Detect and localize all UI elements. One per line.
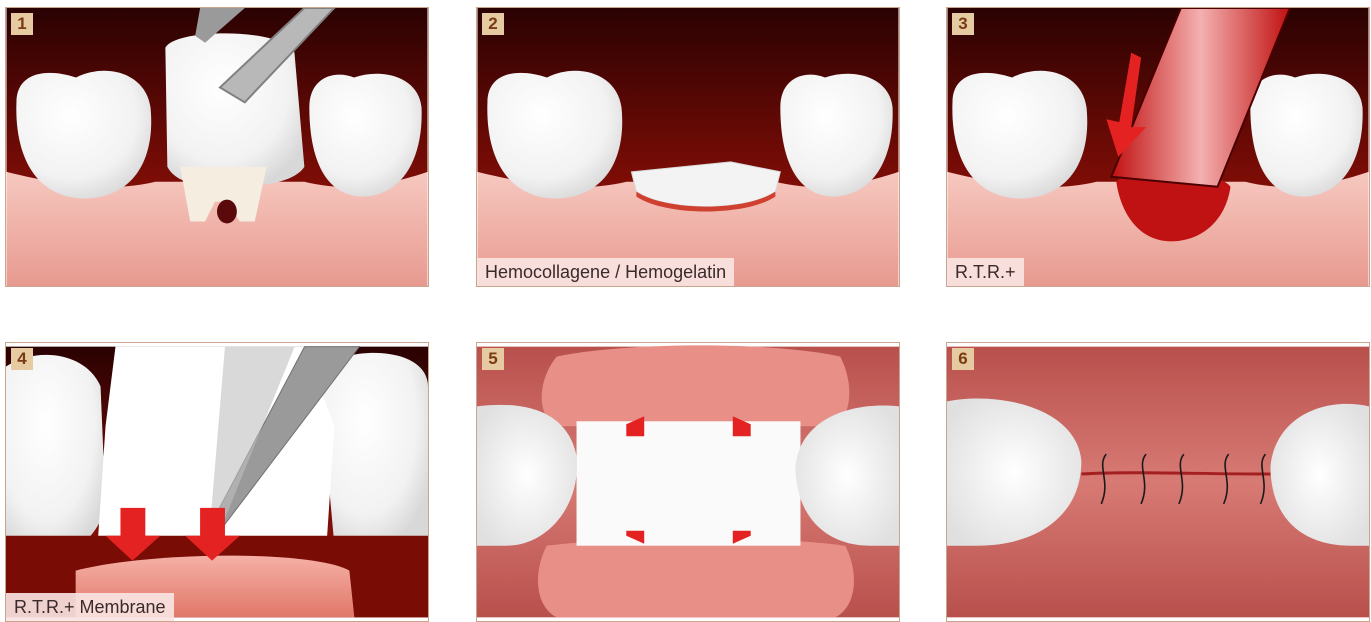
step-number: 3 (952, 13, 974, 35)
step-number: 2 (482, 13, 504, 35)
membrane-tucking-illustration (477, 343, 899, 621)
step-panel-6: 6 (946, 342, 1370, 622)
incision-line (1081, 473, 1270, 474)
step-panel-1: 1 (5, 7, 429, 287)
suture-illustration (947, 343, 1369, 621)
step-panel-5: 5 (476, 342, 900, 622)
step-panel-3: 3 R.T.R.+ (946, 7, 1370, 287)
step-caption: R.T.R.+ (947, 258, 1024, 286)
tooth-extraction-illustration (6, 8, 428, 286)
step-number: 1 (11, 13, 33, 35)
membrane (577, 421, 801, 545)
step-number: 6 (952, 348, 974, 370)
step-panel-4: 4 R.T.R.+ Membrane (5, 342, 429, 622)
step-caption: Hemocollagene / Hemogelatin (477, 258, 734, 286)
step-number: 4 (11, 348, 33, 370)
membrane-placement-illustration (6, 343, 428, 621)
collagen-sponge-illustration (477, 8, 899, 286)
step-panel-2: 2 Hemocollagene / Hemogelatin (476, 7, 900, 287)
step-number: 5 (482, 348, 504, 370)
step-caption: R.T.R.+ Membrane (6, 593, 174, 621)
graft-filling-illustration (947, 8, 1369, 286)
